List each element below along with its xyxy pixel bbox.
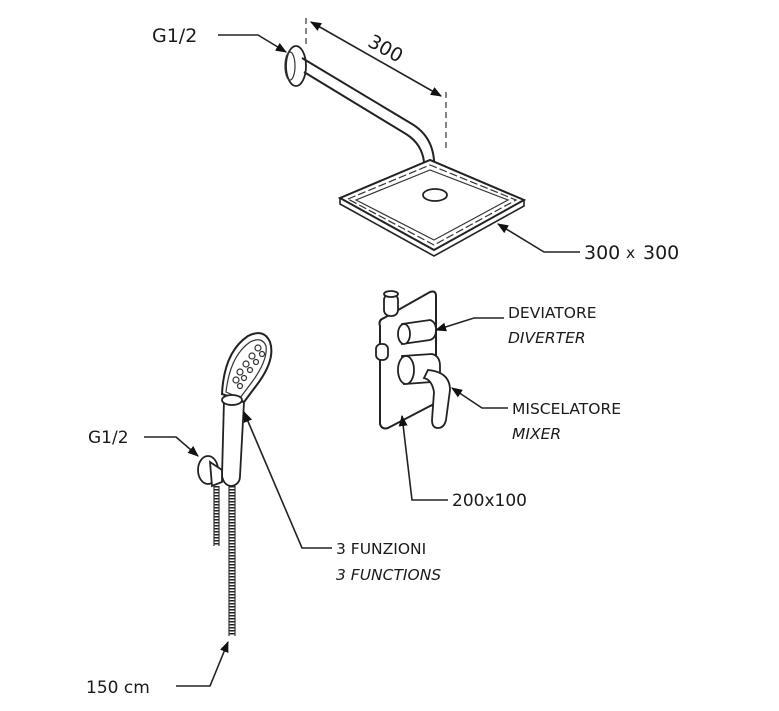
diverter-callout: DEVIATORE DIVERTER — [434, 304, 597, 347]
hose-length-callout: 150 cm — [86, 640, 229, 698]
functions-label-en: 3 FUNCTIONS — [336, 566, 441, 584]
plate-size-label: 200x100 — [452, 491, 527, 511]
head-size-callout: 300 x 300 — [497, 223, 679, 264]
plate-size-callout: 200x100 — [398, 414, 527, 511]
arm-thread-callout: G1/2 — [152, 25, 287, 53]
hand-thread-label: G1/2 — [88, 428, 129, 448]
hand-shower-handle — [221, 399, 245, 487]
mixer-label-en: MIXER — [512, 425, 561, 443]
head-size-a: 300 — [584, 242, 620, 264]
mixer-lever — [422, 369, 451, 429]
wall-flange — [285, 45, 307, 87]
hand-thread-callout: G1/2 — [88, 428, 199, 457]
arm-thread-label: G1/2 — [152, 25, 197, 47]
head-size-x: x — [626, 244, 635, 262]
spray-nozzles — [232, 344, 266, 390]
arm-length-label: 300 — [364, 31, 406, 68]
functions-label-it: 3 FUNZIONI — [336, 540, 426, 558]
head-size-b: 300 — [643, 242, 679, 264]
functions-callout: 3 FUNZIONI 3 FUNCTIONS — [243, 410, 441, 584]
mixer-plate — [375, 290, 451, 430]
hose-length-label: 150 cm — [86, 678, 150, 698]
diverter-label-en: DIVERTER — [508, 329, 586, 347]
arm-dimension: 300 — [305, 18, 447, 150]
pipe-side — [375, 343, 389, 361]
shower-hose — [228, 486, 236, 636]
diverter-label-it: DEVIATORE — [508, 304, 597, 322]
mixer-label-it: MISCELATORE — [512, 400, 621, 418]
shower-head — [337, 158, 527, 257]
mixer-callout: MISCELATORE MIXER — [451, 387, 621, 443]
hand-shower — [197, 332, 273, 636]
